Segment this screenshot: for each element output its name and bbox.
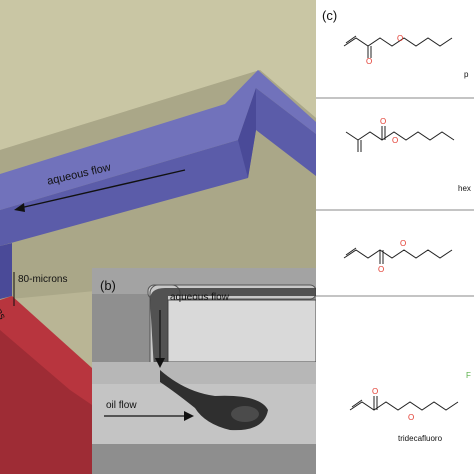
molecule-4-oxygen: O <box>408 413 414 422</box>
blue-channel-top <box>0 70 316 210</box>
blue-channel-vertical <box>0 243 12 299</box>
molecule-3-carbonyl-oxygen: O <box>378 265 384 274</box>
molecule-4-structure <box>349 396 459 411</box>
molecule-1-name: p <box>464 70 469 79</box>
molecule-2-name: hex <box>458 184 471 193</box>
molecule-1-structure <box>343 35 453 58</box>
channel-width-label: 80-microns <box>18 274 68 285</box>
oil-channel <box>92 362 316 384</box>
panel-b-label: (b) <box>100 278 116 293</box>
inner-channel-block <box>167 299 317 363</box>
panel-a-rendering <box>0 0 316 474</box>
oil-flow-arrowhead <box>184 411 194 421</box>
aqueous-flow-arrowhead <box>14 203 25 212</box>
b-aqueous-arrowhead <box>155 358 165 368</box>
micrograph-bottom-band <box>92 444 316 474</box>
molecule-2-carbonyl-oxygen: O <box>380 117 386 126</box>
molecule-3-oxygen: O <box>400 239 406 248</box>
aqueous-flow-label-b: aqueous flow <box>170 292 229 303</box>
upper-surface <box>0 0 316 150</box>
molecule-2-structure <box>345 126 455 152</box>
molecule-4-fluorine: F <box>466 371 471 380</box>
panel-c-background <box>316 0 474 474</box>
blue-channel-edge <box>238 88 256 178</box>
oil-flow-label: oil flow <box>106 400 137 411</box>
aqueous-flow-arrow-line <box>19 169 186 209</box>
molecule-4-carbonyl-oxygen: O <box>372 387 378 396</box>
blue-channel-side <box>0 88 316 246</box>
aqueous-stream <box>150 288 316 370</box>
droplet-highlight <box>231 406 259 422</box>
molecule-3-structure <box>343 247 453 264</box>
molecule-4-name: tridecafluoro <box>398 434 443 443</box>
red-block-face <box>0 330 92 474</box>
molecule-2-oxygen: O <box>392 136 398 145</box>
molecule-1-carbonyl-oxygen: O <box>366 57 372 66</box>
panel-b-micrograph <box>92 268 317 474</box>
molecule-1-oxygen: O <box>397 34 403 43</box>
panel-c-label: (c) <box>322 8 338 23</box>
